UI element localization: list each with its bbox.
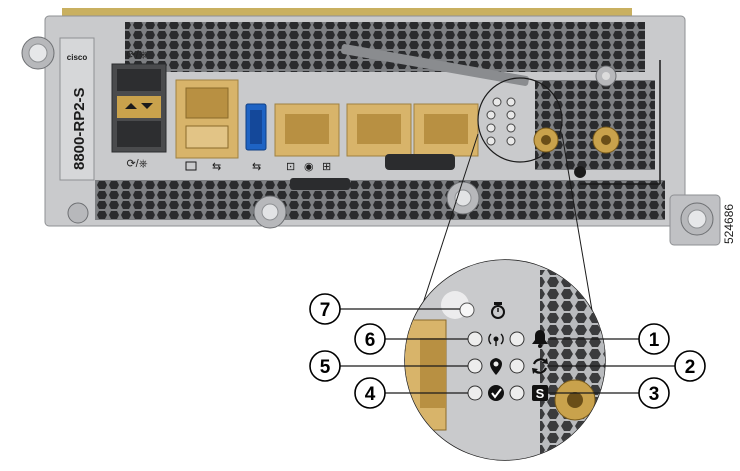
svg-text:1: 1 — [649, 330, 660, 351]
leader-lines — [340, 308, 676, 394]
console-rj45-port[interactable] — [185, 87, 229, 119]
location-pin-icon — [490, 358, 502, 375]
top-vent — [125, 22, 645, 72]
right-vent — [535, 80, 655, 170]
bottom-left-screw — [67, 202, 89, 224]
figure-id: 524686 — [722, 204, 736, 244]
timer-icon — [491, 302, 505, 319]
svg-text:⇆: ⇆ — [212, 161, 221, 173]
callout-3: 3 — [638, 377, 670, 409]
svg-text:◉: ◉ — [304, 161, 314, 173]
small-led-grid — [486, 97, 516, 146]
led-location — [467, 358, 483, 374]
cisco-logo: cisco — [67, 53, 88, 62]
led-sync — [509, 358, 525, 374]
zoom-line-right — [561, 133, 596, 329]
led-alarm — [509, 331, 525, 347]
callout-7: 7 — [309, 293, 341, 325]
s-box-icon: S — [532, 385, 548, 401]
bottom-vent — [95, 180, 665, 220]
callout-4: 4 — [354, 377, 386, 409]
label-strip — [59, 37, 95, 181]
bell-icon — [532, 330, 548, 348]
sfp-bottom-icon-label: ⟳/⎈ — [126, 158, 147, 170]
handle-bar — [341, 44, 529, 86]
svg-text:2: 2 — [685, 357, 696, 378]
svg-text:5: 5 — [320, 357, 331, 378]
led-zoom-view: S — [404, 259, 606, 461]
led-status — [509, 385, 525, 401]
svg-text:3: 3 — [649, 384, 660, 405]
led-zoom-source-circle — [477, 77, 563, 163]
model-label: 8800-RP2-S — [71, 87, 88, 170]
check-icon — [488, 385, 504, 401]
led-wireless — [467, 331, 483, 347]
lower-latch — [290, 178, 350, 190]
wireless-icon — [488, 333, 504, 346]
location-marker-icon — [574, 166, 587, 178]
callout-2: 2 — [674, 350, 706, 382]
usb-a-port[interactable] — [185, 125, 229, 149]
sfp-top-icon-label: ⟳/⎈ — [126, 49, 147, 61]
port-icon-row: ⇆ ⇆ ⊡ ◉ ⊞ — [185, 161, 331, 173]
zoom-line-left — [414, 133, 479, 329]
cable-latch — [385, 154, 455, 170]
callout-6: 6 — [354, 323, 386, 355]
svg-text:⊞: ⊞ — [322, 161, 331, 173]
led-timer — [459, 302, 475, 318]
sfp-link-indicator — [117, 96, 161, 118]
sfp-port-top[interactable] — [117, 69, 161, 91]
sync-icon — [532, 358, 548, 374]
svg-text:6: 6 — [365, 330, 376, 351]
callout-5: 5 — [309, 350, 341, 382]
svg-text:S: S — [536, 386, 545, 401]
sfp-port-bottom[interactable] — [117, 121, 161, 147]
led-check — [467, 385, 483, 401]
svg-text:⇆: ⇆ — [252, 161, 261, 173]
svg-text:7: 7 — [320, 300, 331, 321]
svg-text:4: 4 — [365, 384, 376, 405]
callout-1: 1 — [638, 323, 670, 355]
svg-text:⊡: ⊡ — [286, 161, 295, 173]
top-edge-strip — [62, 8, 632, 16]
